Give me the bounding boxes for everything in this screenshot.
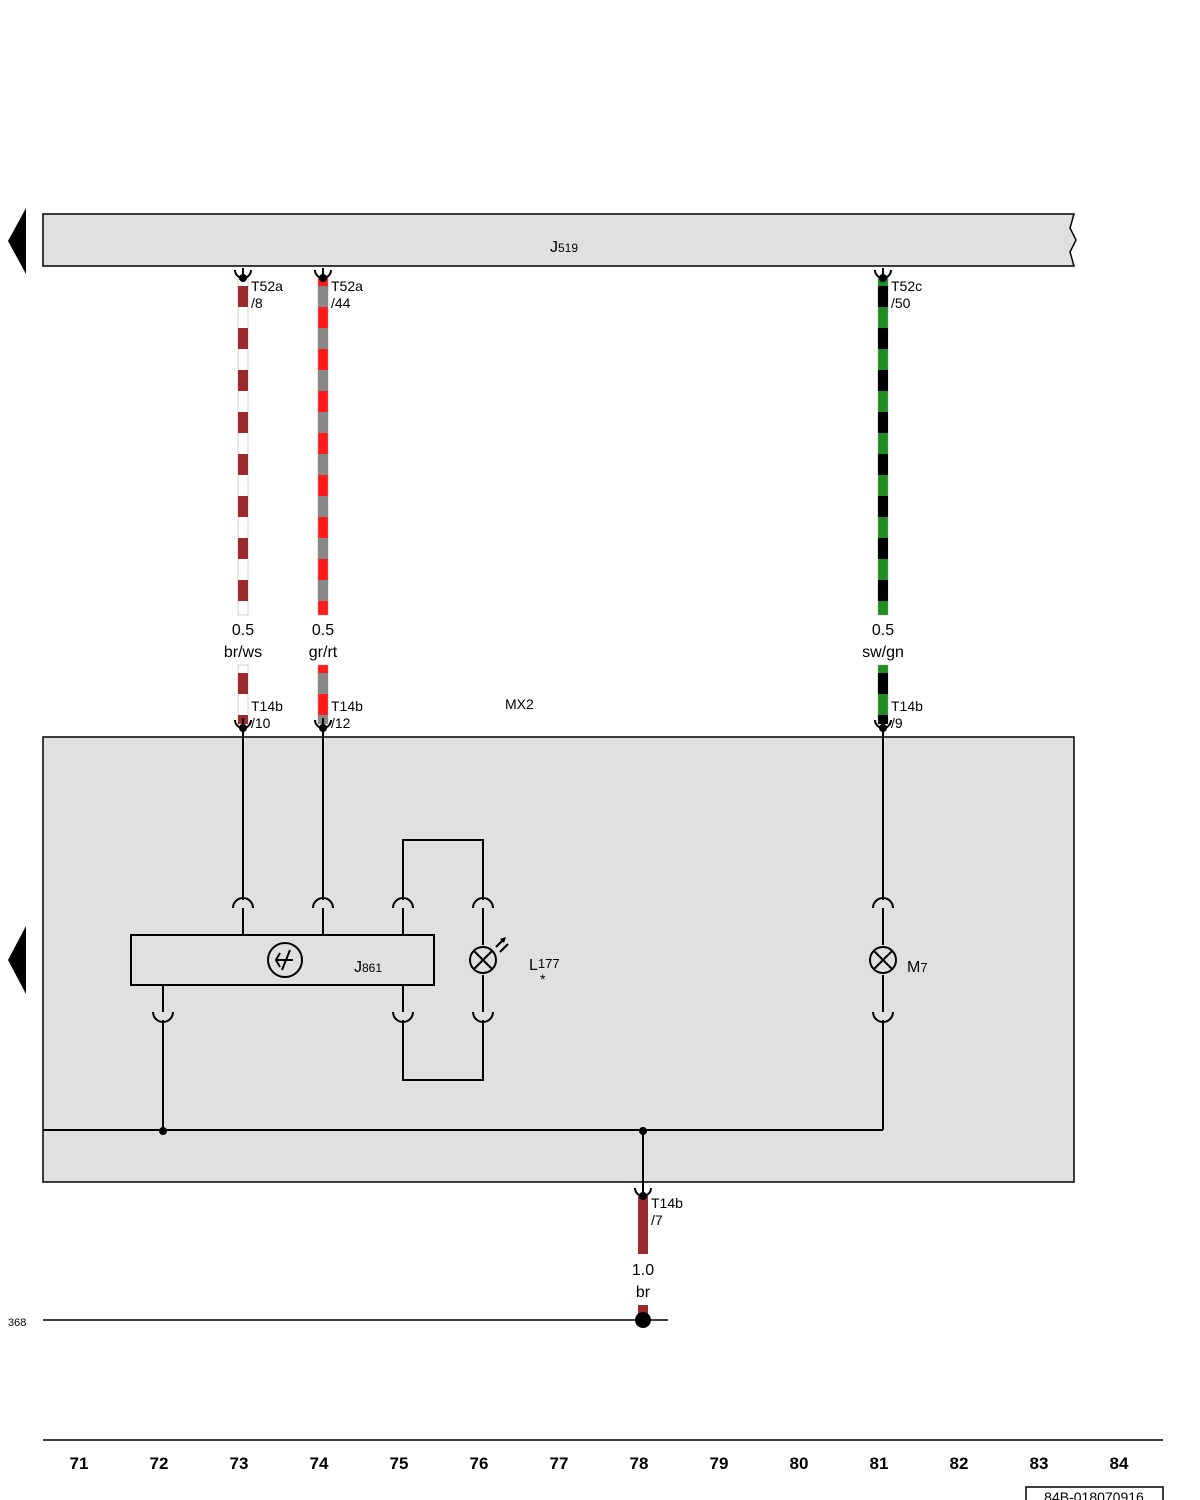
- column-number-71: 71: [70, 1454, 89, 1473]
- doc-id: 84B-018070916: [1044, 1489, 1144, 1500]
- column-number-84: 84: [1110, 1454, 1129, 1473]
- w73-gauge: 0.5: [232, 622, 254, 639]
- column-number-74: 74: [310, 1454, 329, 1473]
- j861-label: J861: [354, 959, 382, 976]
- mx2-label: MX2: [505, 696, 534, 712]
- wire-w74-upper[interactable]: [317, 277, 329, 616]
- column-number-75: 75: [390, 1454, 409, 1473]
- wire-w73-upper[interactable]: [237, 277, 249, 616]
- column-number-77: 77: [550, 1454, 569, 1473]
- w74-bottom-pin: T14b: [331, 698, 363, 714]
- column-number-73: 73: [230, 1454, 249, 1473]
- w81-gauge: 0.5: [872, 622, 894, 639]
- column-numbers: 71 72 73 74 75 76 77 78 79 80 81 82 83 84: [70, 1454, 1129, 1473]
- w81-bottom-pin-no: /9: [891, 715, 903, 731]
- l177-label: L177: [529, 956, 560, 974]
- column-number-80: 80: [790, 1454, 809, 1473]
- j861-symbol-icon: [267, 942, 303, 978]
- column-number-79: 79: [710, 1454, 729, 1473]
- connector-bottom-w73: [234, 718, 252, 732]
- column-number-76: 76: [470, 1454, 489, 1473]
- j519-module: [42, 213, 1077, 267]
- m7-lamp-icon: [869, 946, 897, 974]
- w73-color-code: br/ws: [224, 644, 262, 661]
- w73-top-pin: T52a: [251, 278, 283, 294]
- ground-wire[interactable]: [638, 1196, 648, 1315]
- connector-top-w73: [234, 268, 252, 282]
- column-number-82: 82: [950, 1454, 969, 1473]
- w73-bottom-pin: T14b: [251, 698, 283, 714]
- w74-top-pin: T52a: [331, 278, 363, 294]
- m7-label: M7: [907, 959, 928, 976]
- wire-w81-labels: T52c /50 0.5 sw/gn T14b /9: [862, 278, 923, 731]
- wire-stripes: [237, 277, 889, 1315]
- w81-top-pin: T52c: [891, 278, 922, 294]
- w74-bottom-pin-no: /12: [331, 715, 351, 731]
- column-number-78: 78: [630, 1454, 649, 1473]
- w81-color-code: sw/gn: [862, 644, 904, 661]
- junction-dot-72: [159, 1127, 167, 1135]
- column-number-81: 81: [870, 1454, 889, 1473]
- w74-color-code: gr/rt: [309, 644, 338, 661]
- wire-w81-lower[interactable]: [877, 664, 889, 725]
- w81-top-pin-no: /50: [891, 295, 911, 311]
- w73-bottom-pin-no: /10: [251, 715, 271, 731]
- connector-top-w81: [874, 268, 892, 282]
- w73-top-pin-no: /8: [251, 295, 263, 311]
- connectors: [234, 268, 892, 1200]
- junction-dot-78: [639, 1127, 647, 1135]
- l177-mark: *: [540, 971, 546, 987]
- column-number-83: 83: [1030, 1454, 1049, 1473]
- ground-gauge: 1.0: [632, 1262, 654, 1279]
- w81-bottom-pin: T14b: [891, 698, 923, 714]
- w74-gauge: 0.5: [312, 622, 334, 639]
- connector-bottom-w74: [314, 718, 332, 732]
- connector-bottom-w81: [874, 718, 892, 732]
- wire-w81-upper[interactable]: [877, 277, 889, 616]
- wire-w73-lower[interactable]: [237, 664, 249, 725]
- ref-line-label: 368: [8, 1317, 26, 1329]
- ground-pin-no: /7: [651, 1212, 663, 1228]
- ground-color-code: br: [636, 1284, 651, 1301]
- column-number-72: 72: [150, 1454, 169, 1473]
- page-continuation-arrow-top[interactable]: [8, 208, 26, 274]
- ground-junction-dot: [635, 1312, 651, 1328]
- wire-w74-labels: T52a /44 0.5 gr/rt T14b /12: [309, 278, 363, 731]
- w74-top-pin-no: /44: [331, 295, 351, 311]
- wire-w73-labels: T52a /8 0.5 br/ws T14b /10: [224, 278, 283, 731]
- doc-id-box: [1025, 1486, 1164, 1500]
- connector-top-w74: [314, 268, 332, 282]
- wire-w74-lower[interactable]: [317, 664, 329, 725]
- j519-label: J519: [550, 239, 578, 256]
- l177-lamp-icon: [469, 937, 509, 974]
- internal-wiring: [43, 730, 894, 1192]
- ground-pin: T14b: [651, 1195, 683, 1211]
- page-continuation-arrow-middle[interactable]: [8, 926, 26, 994]
